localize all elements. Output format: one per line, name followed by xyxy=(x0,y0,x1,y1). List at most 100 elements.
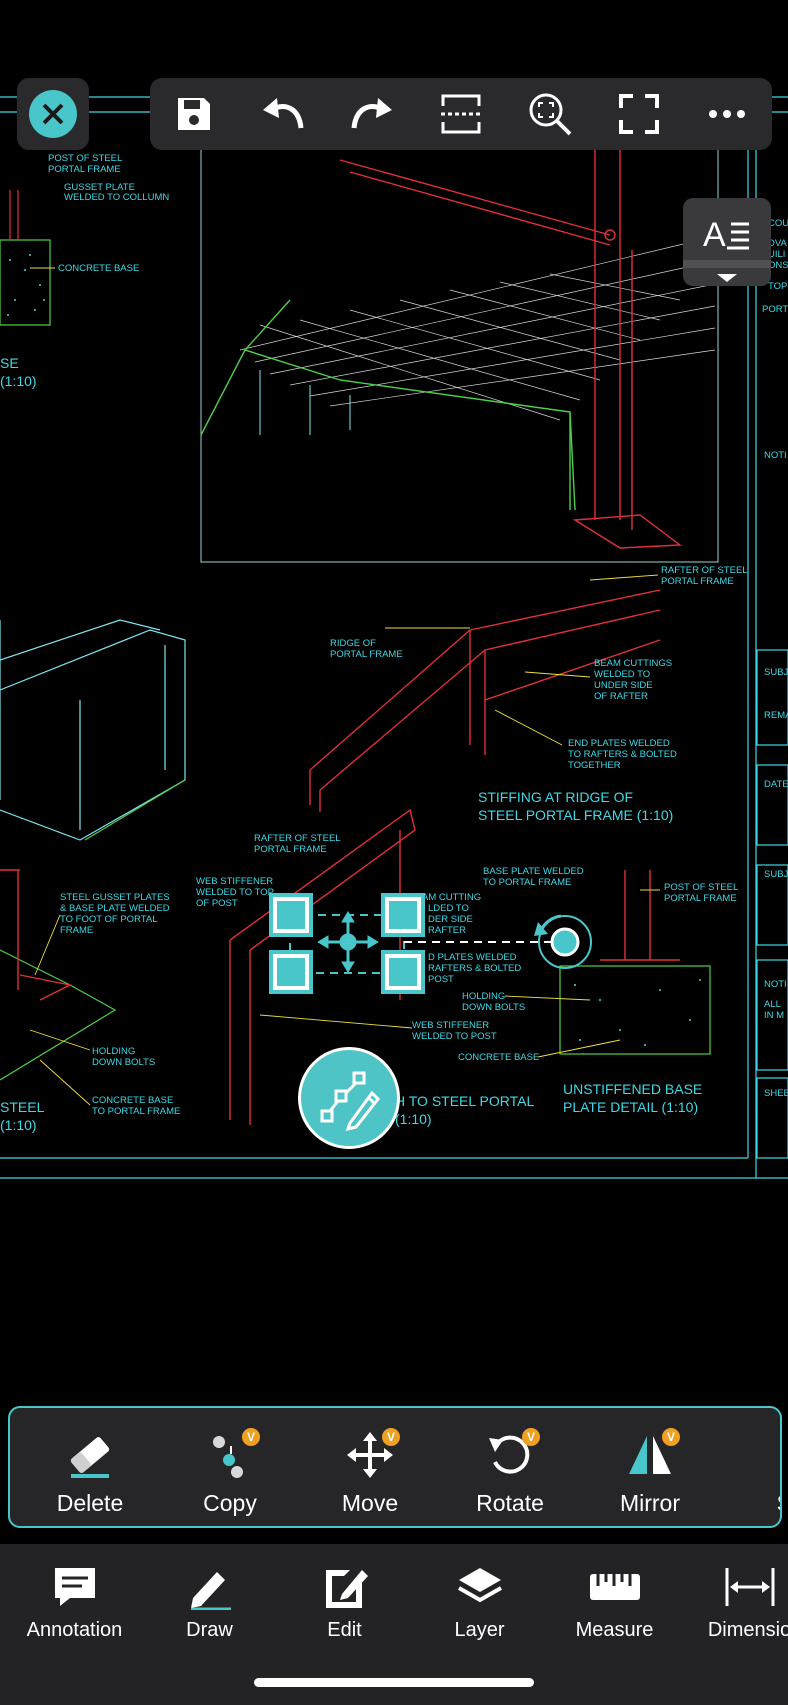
badge: V xyxy=(662,1428,680,1446)
cad-label: PORTAL FRAME xyxy=(330,649,403,660)
nav-annotation[interactable]: Annotation xyxy=(7,1562,142,1642)
cad-labels: POST OF STEEL PORTAL FRAME GUSSET PLATE … xyxy=(0,153,788,1133)
cad-label: BASE PLATE WELDED xyxy=(483,866,584,877)
cad-label: D PLATES WELDED xyxy=(428,952,517,963)
save-button[interactable] xyxy=(166,86,222,142)
rotate-icon xyxy=(489,1435,530,1474)
fullscreen-icon xyxy=(618,94,659,134)
save-icon xyxy=(178,98,211,130)
copy-label: Copy xyxy=(203,1490,257,1516)
cad-label: UILI xyxy=(768,249,785,260)
dimension-icon xyxy=(725,1567,774,1606)
nav-draw[interactable]: Draw xyxy=(142,1562,277,1642)
cad-label: WEB STIFFENER xyxy=(412,1020,489,1031)
move-tool[interactable]: V Move xyxy=(310,1408,430,1526)
cad-label: RAFTER OF STEEL xyxy=(661,565,748,576)
cad-label: TO PORTAL FRAME xyxy=(483,877,571,888)
foot-detail-bottom-left xyxy=(0,869,117,1081)
cad-label: END PLATES WELDED xyxy=(568,738,670,749)
mirror-icon xyxy=(629,1436,671,1474)
base-plate-detail xyxy=(559,870,711,1055)
cad-label: (1:10) xyxy=(0,373,37,389)
cad-label: BEAM CUTTINGS xyxy=(594,658,672,669)
badge: V xyxy=(242,1428,260,1446)
scale-tool[interactable]: Sc xyxy=(730,1408,782,1526)
cad-label: FRAME xyxy=(60,925,93,936)
edit-icon xyxy=(325,1569,368,1608)
zoom-extents-button[interactable] xyxy=(522,86,578,142)
scale-icon xyxy=(765,1430,782,1480)
edit-tools-panel: Delete V Copy V xyxy=(8,1406,782,1528)
cad-label: DER SIDE xyxy=(428,914,473,925)
nav-label: Edit xyxy=(327,1619,362,1641)
floating-draw-button[interactable] xyxy=(298,1047,400,1149)
nav-label: Measure xyxy=(575,1619,654,1641)
text-style-button[interactable]: A xyxy=(683,198,771,286)
nav-label: Dimensio xyxy=(707,1619,788,1641)
cad-label: DOWN BOLTS xyxy=(92,1057,155,1068)
cad-label: OF POST xyxy=(196,898,238,909)
fullscreen-button[interactable] xyxy=(611,86,667,142)
cad-label: RAFTER OF STEEL xyxy=(254,833,341,844)
cad-label: TO PORTAL FRAME xyxy=(92,1106,180,1117)
drawing-title: H TO STEEL PORTAL xyxy=(395,1093,534,1109)
cad-label: PORTAL FRAME xyxy=(664,893,737,904)
drawing-title: STEEL PORTAL FRAME (1:10) xyxy=(478,807,673,823)
nav-measure[interactable]: Measure xyxy=(547,1562,682,1642)
redo-button[interactable] xyxy=(344,86,400,142)
mirror-tool[interactable]: V Mirror xyxy=(590,1408,710,1526)
select-region-icon xyxy=(440,94,481,134)
rotate-tool[interactable]: V Rotate xyxy=(450,1408,570,1526)
bottom-nav-bar: Annotation Draw Edit Layer xyxy=(0,1544,788,1705)
cad-label: WELDED TO POST xyxy=(412,1031,497,1042)
nav-edit[interactable]: Edit xyxy=(277,1562,412,1642)
cad-label: CONCRETE BASE xyxy=(458,1052,539,1063)
selection-grips[interactable] xyxy=(269,893,592,994)
cad-label: COU xyxy=(768,218,788,229)
rotate-grip-icon xyxy=(534,914,592,969)
nav-label: Layer xyxy=(454,1619,505,1641)
cad-label: POST OF STEEL xyxy=(48,153,122,164)
cad-label: PORTAL FRAME xyxy=(661,576,734,587)
drawing-title: UNSTIFFENED BASE xyxy=(563,1081,702,1097)
draw-icon xyxy=(190,1571,231,1610)
cad-label: WELDED TO xyxy=(594,669,650,680)
cad-label: SE xyxy=(0,355,19,371)
text-style-icon: A xyxy=(683,216,771,282)
nav-label: Draw xyxy=(186,1619,233,1641)
badge: V xyxy=(382,1428,400,1446)
delete-tool[interactable]: Delete xyxy=(30,1408,150,1526)
move-label: Move xyxy=(341,1490,399,1516)
more-button[interactable] xyxy=(699,86,755,142)
delete-label: Delete xyxy=(56,1490,124,1516)
nav-layer[interactable]: Layer xyxy=(412,1562,547,1642)
more-icon xyxy=(709,110,746,118)
drawing-title: (1:10) xyxy=(395,1111,432,1127)
cad-label: HOLDING xyxy=(462,991,505,1002)
cad-label: DATE xyxy=(764,779,788,790)
cad-drawing-canvas[interactable]: POST OF STEEL PORTAL FRAME GUSSET PLATE … xyxy=(0,0,788,1240)
cad-label: PORTAL FRAME xyxy=(254,844,327,855)
select-region-button[interactable] xyxy=(433,86,489,142)
nav-label: Annotation xyxy=(26,1619,123,1641)
nav-dimension[interactable]: Dimensio xyxy=(682,1562,788,1642)
base-detail-top-left xyxy=(0,190,51,326)
cad-label: NOTI xyxy=(764,450,787,461)
cad-label: REMA xyxy=(764,710,788,721)
cad-label: TO RAFTERS & BOLTED xyxy=(568,749,677,760)
annotation-icon xyxy=(54,1567,95,1606)
cad-label: UNDER SIDE xyxy=(594,680,653,691)
cad-label: RAFTER xyxy=(428,925,466,936)
sheet-border xyxy=(0,96,788,1179)
cad-label: PORTAL FRAME xyxy=(48,164,121,175)
cad-label: SUBJ xyxy=(764,869,788,880)
move-icon xyxy=(347,1432,393,1478)
cad-label: WELDED TO COLLUMN xyxy=(64,192,169,203)
cad-label: OF RAFTER xyxy=(594,691,648,702)
copy-icon xyxy=(213,1436,243,1478)
undo-icon xyxy=(263,98,304,129)
cad-label: LDED TO xyxy=(428,903,469,914)
close-button[interactable] xyxy=(17,78,89,150)
copy-tool[interactable]: V Copy xyxy=(170,1408,290,1526)
undo-button[interactable] xyxy=(255,86,311,142)
